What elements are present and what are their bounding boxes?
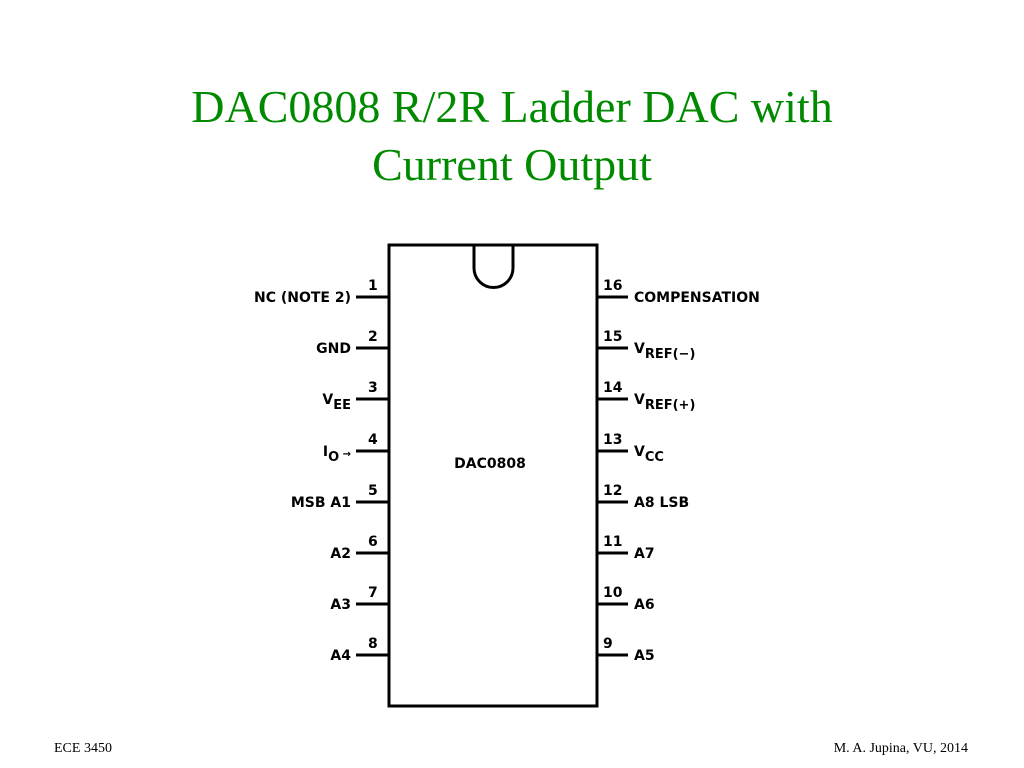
left-pin-number-6: 6 (368, 534, 378, 550)
right-pin-number-16: 16 (603, 278, 622, 294)
left-pin-label-part: → (339, 449, 351, 460)
left-pin-label-2: GND (316, 341, 351, 357)
left-pin-label-5: MSB A1 (291, 495, 351, 511)
left-pin-number-8: 8 (368, 636, 378, 652)
right-pin-label-9: A5 (634, 648, 655, 664)
right-pin-label-13: VCC (634, 444, 664, 465)
left-pin-label-part: GND (316, 341, 351, 357)
right-pin-label-10: A6 (634, 597, 655, 613)
right-pin-label-part: A5 (634, 648, 655, 664)
left-pin-label-7: A3 (330, 597, 351, 613)
left-pin-label-part: EE (333, 398, 351, 413)
slide-title: DAC0808 R/2R Ladder DAC with Current Out… (0, 78, 1024, 194)
right-pin-label-16: COMPENSATION (634, 290, 760, 306)
title-line-2: Current Output (372, 139, 652, 190)
title-line-1: DAC0808 R/2R Ladder DAC with (191, 81, 833, 132)
left-pin-label-part: A3 (330, 597, 351, 613)
left-pin-label-part: A4 (330, 648, 351, 664)
left-pin-number-7: 7 (368, 585, 378, 601)
right-pin-number-9: 9 (603, 636, 613, 652)
left-pin-label-part: NC (NOTE 2) (254, 290, 351, 306)
left-pin-number-4: 4 (368, 432, 378, 448)
right-pin-label-12: A8 LSB (634, 495, 689, 511)
footer-course: ECE 3450 (54, 741, 112, 756)
left-pin-number-5: 5 (368, 483, 378, 499)
right-pin-number-15: 15 (603, 329, 622, 345)
right-pin-number-11: 11 (603, 534, 622, 550)
left-pin-number-2: 2 (368, 329, 378, 345)
right-pin-number-10: 10 (603, 585, 623, 601)
left-pin-label-1: NC (NOTE 2) (254, 290, 351, 306)
right-pin-number-14: 14 (603, 380, 623, 396)
left-pin-label-part: I (323, 444, 328, 460)
right-pin-label-part: REF(−) (645, 347, 696, 362)
left-pin-number-3: 3 (368, 380, 378, 396)
right-pin-number-12: 12 (603, 483, 622, 499)
left-pin-label-part: V (322, 392, 333, 408)
chip-notch (472, 246, 515, 289)
footer-author: M. A. Jupina, VU, 2014 (833, 741, 968, 756)
right-pin-label-part: A7 (634, 546, 655, 562)
right-pin-label-part: CC (645, 450, 664, 465)
right-pin-label-part: REF(+) (645, 398, 696, 413)
chip-label: DAC0808 (454, 456, 526, 472)
left-pin-label-part: O (328, 450, 339, 465)
right-pin-label-11: A7 (634, 546, 655, 562)
right-pin-label-15: VREF(−) (634, 341, 695, 362)
right-pin-label-part: A6 (634, 597, 655, 613)
left-pin-label-8: A4 (330, 648, 351, 664)
left-pin-label-part: A2 (330, 546, 351, 562)
right-pin-label-part: V (634, 341, 645, 357)
chip-body (387, 243, 599, 708)
right-pin-group: 16COMPENSATION15VREF(−)14VREF(+)13VCC12A… (597, 278, 760, 664)
right-pin-label-part: V (634, 444, 645, 460)
left-pin-label-4: IO → (323, 444, 351, 465)
left-pin-number-1: 1 (368, 278, 378, 294)
left-pin-label-part: MSB A1 (291, 495, 351, 511)
left-pin-label-6: A2 (330, 546, 351, 562)
right-pin-label-part: V (634, 392, 645, 408)
right-pin-label-part: A8 LSB (634, 495, 689, 511)
right-pin-label-part: COMPENSATION (634, 290, 760, 306)
left-pin-label-3: VEE (322, 392, 351, 413)
right-pin-label-14: VREF(+) (634, 392, 695, 413)
right-pin-number-13: 13 (603, 432, 622, 448)
